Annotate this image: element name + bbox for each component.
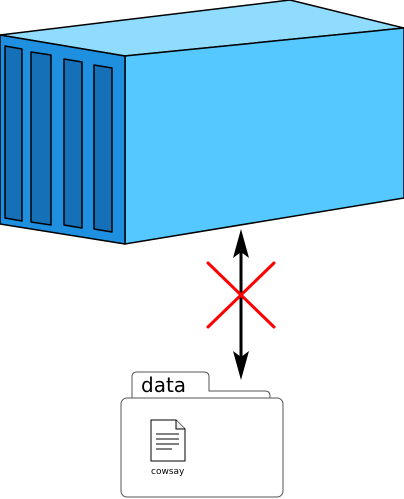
bidirectional-arrow bbox=[233, 229, 249, 380]
folder-back bbox=[131, 371, 271, 398]
folder-label: data bbox=[141, 373, 186, 397]
file-label: cowsay bbox=[151, 467, 185, 477]
container-side-face bbox=[124, 27, 404, 245]
container bbox=[0, 0, 404, 245]
document-fold bbox=[175, 420, 185, 430]
container-rib-3 bbox=[63, 58, 83, 229]
data-folder[interactable]: data cowsay bbox=[120, 371, 284, 498]
document-icon[interactable]: cowsay bbox=[150, 419, 186, 477]
container-rib-2 bbox=[30, 51, 52, 226]
cross-icon bbox=[206, 261, 276, 329]
document-lines bbox=[156, 433, 179, 450]
arrow-head-down bbox=[233, 351, 249, 380]
folder-front bbox=[120, 397, 284, 498]
arrow-head-up bbox=[233, 229, 249, 258]
document-page bbox=[150, 419, 186, 462]
container-rib-1 bbox=[4, 45, 23, 222]
container-rib-4 bbox=[93, 64, 113, 233]
container-door-ribs bbox=[4, 45, 113, 233]
